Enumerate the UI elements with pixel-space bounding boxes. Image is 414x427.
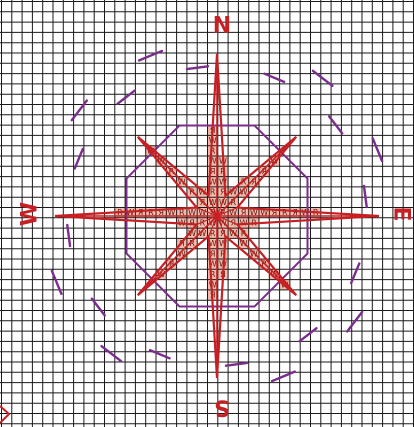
east-label: E [389, 206, 414, 221]
west-label: W [18, 202, 43, 226]
stitch-symbol: R [210, 188, 216, 197]
north-label: N [213, 14, 231, 39]
south-label: S [214, 395, 230, 420]
